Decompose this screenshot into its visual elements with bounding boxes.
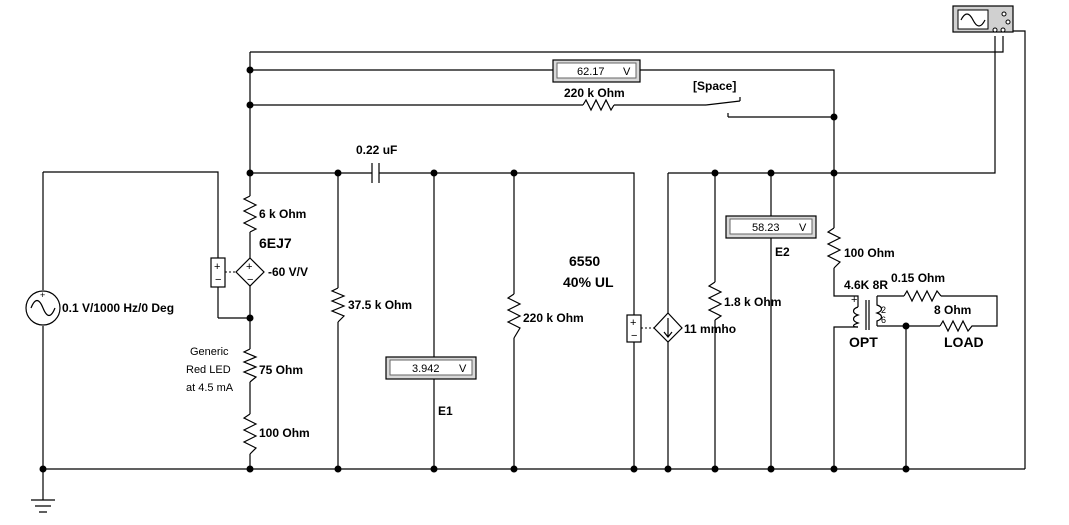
vcvs-6ej7[interactable]: + − + − [210,257,265,288]
ac-source[interactable]: + [25,290,61,326]
tap-6-label: 6 [881,315,886,325]
opt-label: OPT [849,334,878,350]
oscilloscope[interactable] [952,5,1014,33]
resistor-100b[interactable] [826,227,842,269]
svg-text:+: + [214,261,220,273]
gain-label: -60 V/V [268,265,308,279]
resistor-220k-grid[interactable] [506,293,522,339]
svg-text:−: − [631,330,637,342]
r-100b-label: 100 Ohm [844,246,895,260]
tap-plus-label: + [851,294,857,306]
vccs-6550[interactable]: + − [626,312,683,343]
junction-dots [39,66,910,473]
resistor-8-load[interactable] [939,319,975,333]
source-label: 0.1 V/1000 Hz/0 Deg [62,301,174,315]
r-75-label: 75 Ohm [259,363,303,377]
switch-key-label: [Space] [693,79,736,93]
resistor-100a[interactable] [242,413,258,455]
transformer-opt[interactable] [852,296,883,330]
r-220k-fb-label: 220 k Ohm [564,86,625,100]
led-label-1: Generic [190,346,229,358]
resistor-1k8[interactable] [707,281,723,321]
svg-text:−: − [247,274,253,286]
plus-sign: + [40,290,45,300]
resistor-015[interactable] [903,289,942,303]
meter-top-value: 62.17 [577,66,605,78]
r-015-label: 0.15 Ohm [891,271,945,285]
switch[interactable] [727,97,741,117]
gm-label: 11 mmho [684,322,736,336]
voltmeter-e2[interactable]: 58.23 V [725,215,817,239]
meter-e2-unit: V [799,222,807,234]
e1-label: E1 [438,404,453,418]
tube2-label: 6550 [569,253,600,269]
r-100a-label: 100 Ohm [259,426,310,440]
resistor-220k-feedback[interactable] [582,98,615,112]
resistor-75[interactable] [242,348,258,383]
tap-2-label: 2 [881,305,886,315]
r-220k-grid-label: 220 k Ohm [523,311,584,325]
svg-text:−: − [215,274,221,286]
resistor-37k[interactable] [330,287,346,323]
load-label: LOAD [944,334,984,350]
meter-e1-unit: V [459,363,467,375]
meter-e1-value: 3.942 [412,363,440,375]
wires [31,30,1026,513]
led-label-3: at 4.5 mA [186,382,234,394]
capacitor[interactable] [371,163,380,183]
ul-label: 40% UL [563,274,614,290]
opt-ratio-label: 4.6K 8R [844,278,888,292]
e2-label: E2 [775,245,790,259]
r-6k-label: 6 k Ohm [259,207,306,221]
svg-text:+: + [246,261,252,273]
cap-label: 0.22 uF [356,143,397,157]
tube1-label: 6EJ7 [259,235,292,251]
voltmeter-e1[interactable]: 3.942 V [385,356,477,380]
r-37k-label: 37.5 k Ohm [348,298,412,312]
svg-text:+: + [630,317,636,329]
meter-e2-value: 58.23 [752,222,780,234]
r-1k8-label: 1.8 k Ohm [724,295,781,309]
r-8-label: 8 Ohm [934,303,971,317]
voltmeter-top[interactable]: 62.17 V [552,59,641,83]
led-label-2: Red LED [186,364,231,376]
resistor-6k[interactable] [242,195,258,233]
meter-top-unit: V [623,66,631,78]
